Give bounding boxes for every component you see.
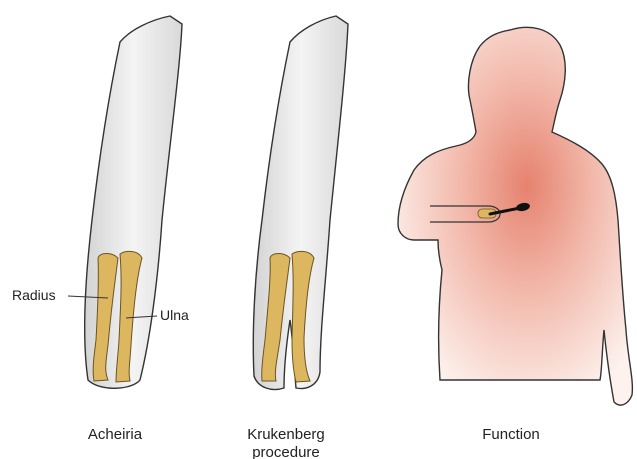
- acheiria-forearm: [85, 16, 182, 388]
- caption-krukenberg-line1: Krukenberg: [247, 426, 325, 443]
- krukenberg-forearm: [253, 16, 348, 390]
- function-figure: [398, 27, 632, 405]
- child-silhouette: [398, 27, 632, 405]
- caption-function: Function: [482, 426, 540, 443]
- caption-krukenberg-line2: procedure: [252, 444, 320, 459]
- caption-acheiria: Acheiria: [88, 426, 143, 443]
- ulna-label: Ulna: [160, 307, 189, 323]
- radius-label: Radius: [12, 287, 56, 303]
